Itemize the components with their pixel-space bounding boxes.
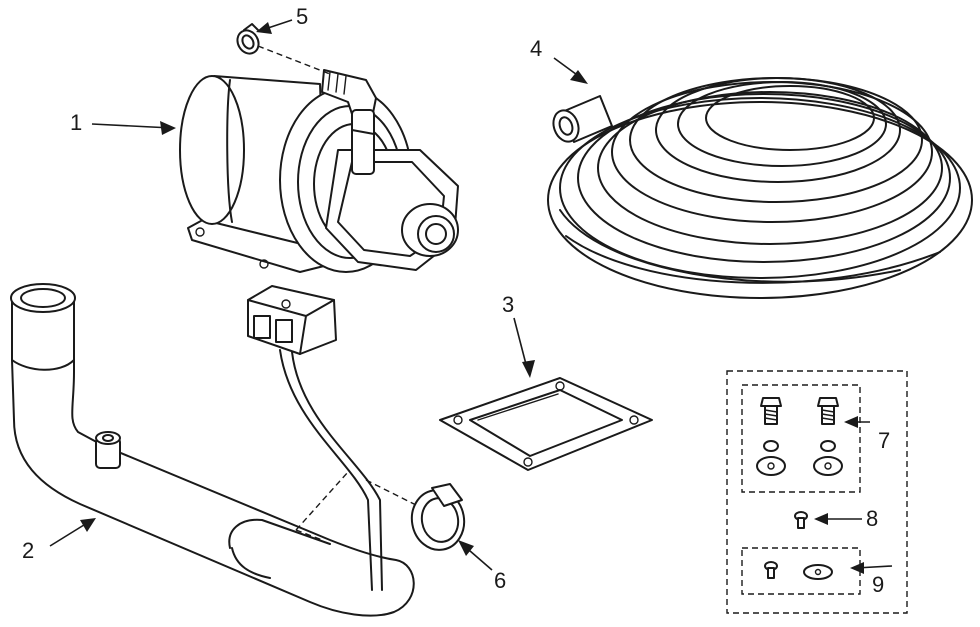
small-clip xyxy=(236,23,331,75)
callout-6: 6 xyxy=(494,568,507,593)
leader-arrows xyxy=(49,19,893,574)
callout-7: 7 xyxy=(878,428,891,453)
drain-pipe xyxy=(10,283,415,617)
callout-5: 5 xyxy=(296,4,309,29)
gasket xyxy=(439,377,653,471)
bolt-assembly-left xyxy=(756,397,786,476)
callout-3: 3 xyxy=(502,292,515,317)
hardware-kit xyxy=(726,370,908,614)
screw xyxy=(794,511,808,529)
hose-clamp xyxy=(410,483,466,551)
coiled-hose xyxy=(547,77,973,299)
callout-1: 1 xyxy=(70,110,83,135)
pump xyxy=(179,69,459,273)
screw-and-washer xyxy=(764,561,833,580)
callout-4: 4 xyxy=(530,36,543,61)
bolt-assembly-right xyxy=(813,397,843,476)
callout-8: 8 xyxy=(866,506,879,531)
float-switch xyxy=(247,285,431,591)
callout-2: 2 xyxy=(22,538,35,563)
callout-9: 9 xyxy=(872,572,885,597)
